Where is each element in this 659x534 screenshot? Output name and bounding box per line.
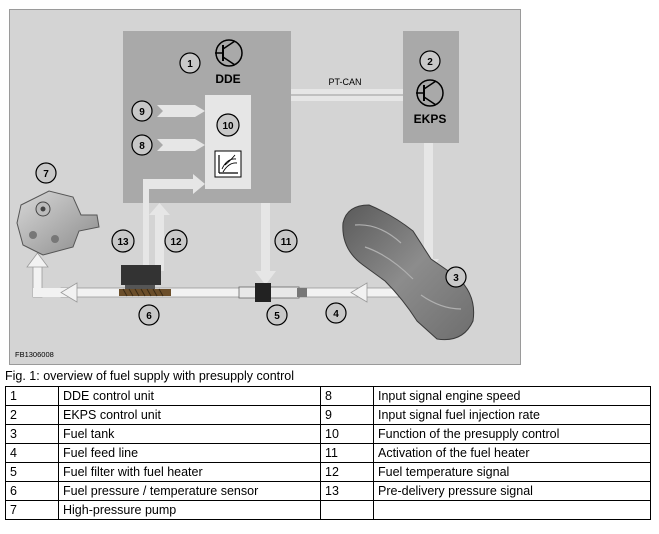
ekps-label: EKPS [414, 112, 447, 126]
ekps-control-unit-block [403, 31, 459, 143]
legend-text [373, 500, 651, 520]
fuel-supply-diagram: PT-CAN DDE EKPS [9, 9, 521, 365]
callout-7: 7 [35, 162, 57, 184]
svg-text:12: 12 [170, 237, 182, 248]
svg-text:5: 5 [274, 311, 280, 322]
high-pressure-pump-shape [16, 190, 100, 256]
svg-text:13: 13 [117, 237, 129, 248]
signal-fuel-heater [261, 203, 270, 273]
legend-text: Fuel feed line [58, 443, 321, 463]
legend-text: Fuel pressure / temperature sensor [58, 481, 321, 501]
legend-number: 11 [320, 443, 374, 463]
svg-text:3: 3 [453, 273, 459, 284]
legend-number: 1 [5, 386, 59, 406]
figure-code: FB1306008 [15, 350, 54, 359]
callout-5: 5 [266, 304, 288, 326]
legend-text: EKPS control unit [58, 405, 321, 425]
svg-text:7: 7 [43, 169, 49, 180]
legend-text: Function of the presupply control [373, 424, 651, 444]
signal-ekps-to-tank [424, 143, 433, 261]
callout-11: 11 [274, 229, 298, 253]
legend-text: Pre-delivery pressure signal [373, 481, 651, 501]
signal-arrow-pre-delivery-pressure [143, 174, 205, 277]
legend-text: Fuel tank [58, 424, 321, 444]
svg-text:2: 2 [427, 57, 433, 68]
legend-text: Fuel filter with fuel heater [58, 462, 321, 482]
legend-number: 7 [5, 500, 59, 520]
callout-10: 10 [216, 113, 240, 137]
dde-transistor-icon [215, 39, 243, 67]
fuel-pressure-sensor-shape [119, 265, 171, 297]
legend-number: 10 [320, 424, 374, 444]
callout-1: 1 [179, 52, 201, 74]
signal-fuel-temperature [155, 209, 164, 271]
figure-caption: Fig. 1: overview of fuel supply with pre… [5, 369, 295, 383]
legend-number: 4 [5, 443, 59, 463]
legend-number: 8 [320, 386, 374, 406]
legend-number: 5 [5, 462, 59, 482]
callout-6: 6 [138, 304, 160, 326]
callout-13: 13 [111, 229, 135, 253]
svg-text:8: 8 [139, 141, 145, 152]
signal-arrow-engine-speed [157, 139, 205, 151]
svg-text:6: 6 [146, 311, 152, 322]
svg-text:10: 10 [222, 121, 234, 132]
pt-can-label: PT-CAN [328, 77, 361, 87]
callout-9: 9 [131, 100, 153, 122]
legend-text: Input signal engine speed [373, 386, 651, 406]
legend-number: 13 [320, 481, 374, 501]
fuel-tank-shape [342, 204, 475, 341]
svg-text:9: 9 [139, 107, 145, 118]
svg-text:11: 11 [281, 237, 292, 248]
callout-12: 12 [164, 229, 188, 253]
legend-number: 9 [320, 405, 374, 425]
legend-number: 6 [5, 481, 59, 501]
legend-number: 2 [5, 405, 59, 425]
svg-text:1: 1 [187, 59, 193, 70]
legend-number: 12 [320, 462, 374, 482]
fuel-filter-shape [238, 283, 307, 302]
legend-text: Activation of the fuel heater [373, 443, 651, 463]
callout-8: 8 [131, 134, 153, 156]
signal-arrow-injection-rate [157, 105, 205, 117]
legend-text: Fuel temperature signal [373, 462, 651, 482]
ekps-transistor-icon [416, 79, 444, 107]
legend-text: Input signal fuel injection rate [373, 405, 651, 425]
callout-2: 2 [419, 50, 441, 72]
legend-text: High-pressure pump [58, 500, 321, 520]
callout-4: 4 [325, 302, 347, 324]
dde-label: DDE [215, 72, 240, 86]
svg-text:4: 4 [333, 309, 339, 320]
legend-number: 3 [5, 424, 59, 444]
legend-text: DDE control unit [58, 386, 321, 406]
legend-number [320, 500, 374, 520]
callout-3: 3 [445, 266, 467, 288]
